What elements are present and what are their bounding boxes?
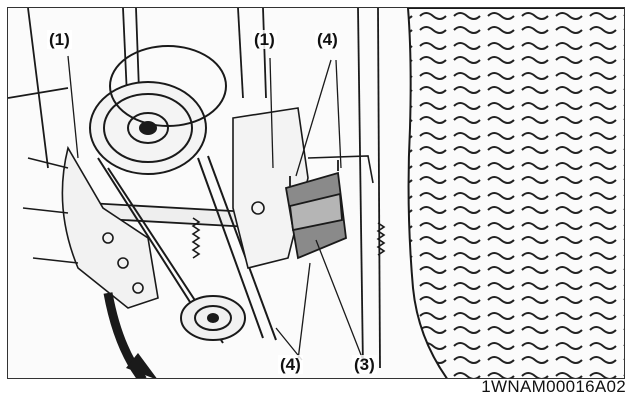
- chassis-frame: [8, 8, 381, 369]
- cover-plate-part-3: [284, 160, 347, 260]
- callout-4-top: (4): [315, 30, 340, 49]
- callout-4-bottom: (4): [278, 355, 303, 374]
- engine-block-left: [22, 145, 159, 309]
- illustration-frame: [7, 7, 625, 379]
- large-pulley: [89, 45, 227, 175]
- callout-1-middle: (1): [252, 30, 277, 49]
- lower-pulley: [180, 295, 246, 341]
- callout-1-left: (1): [47, 30, 72, 49]
- engine-bracket-mid: [232, 107, 374, 269]
- leader-lines: [67, 55, 364, 361]
- engine-line-art: [8, 8, 624, 378]
- direction-arrow: [103, 292, 157, 378]
- tire: [406, 8, 624, 378]
- figure-code: 1WNAM00016A02: [481, 377, 626, 396]
- springs: [191, 217, 386, 259]
- callout-3-bottom: (3): [352, 355, 377, 374]
